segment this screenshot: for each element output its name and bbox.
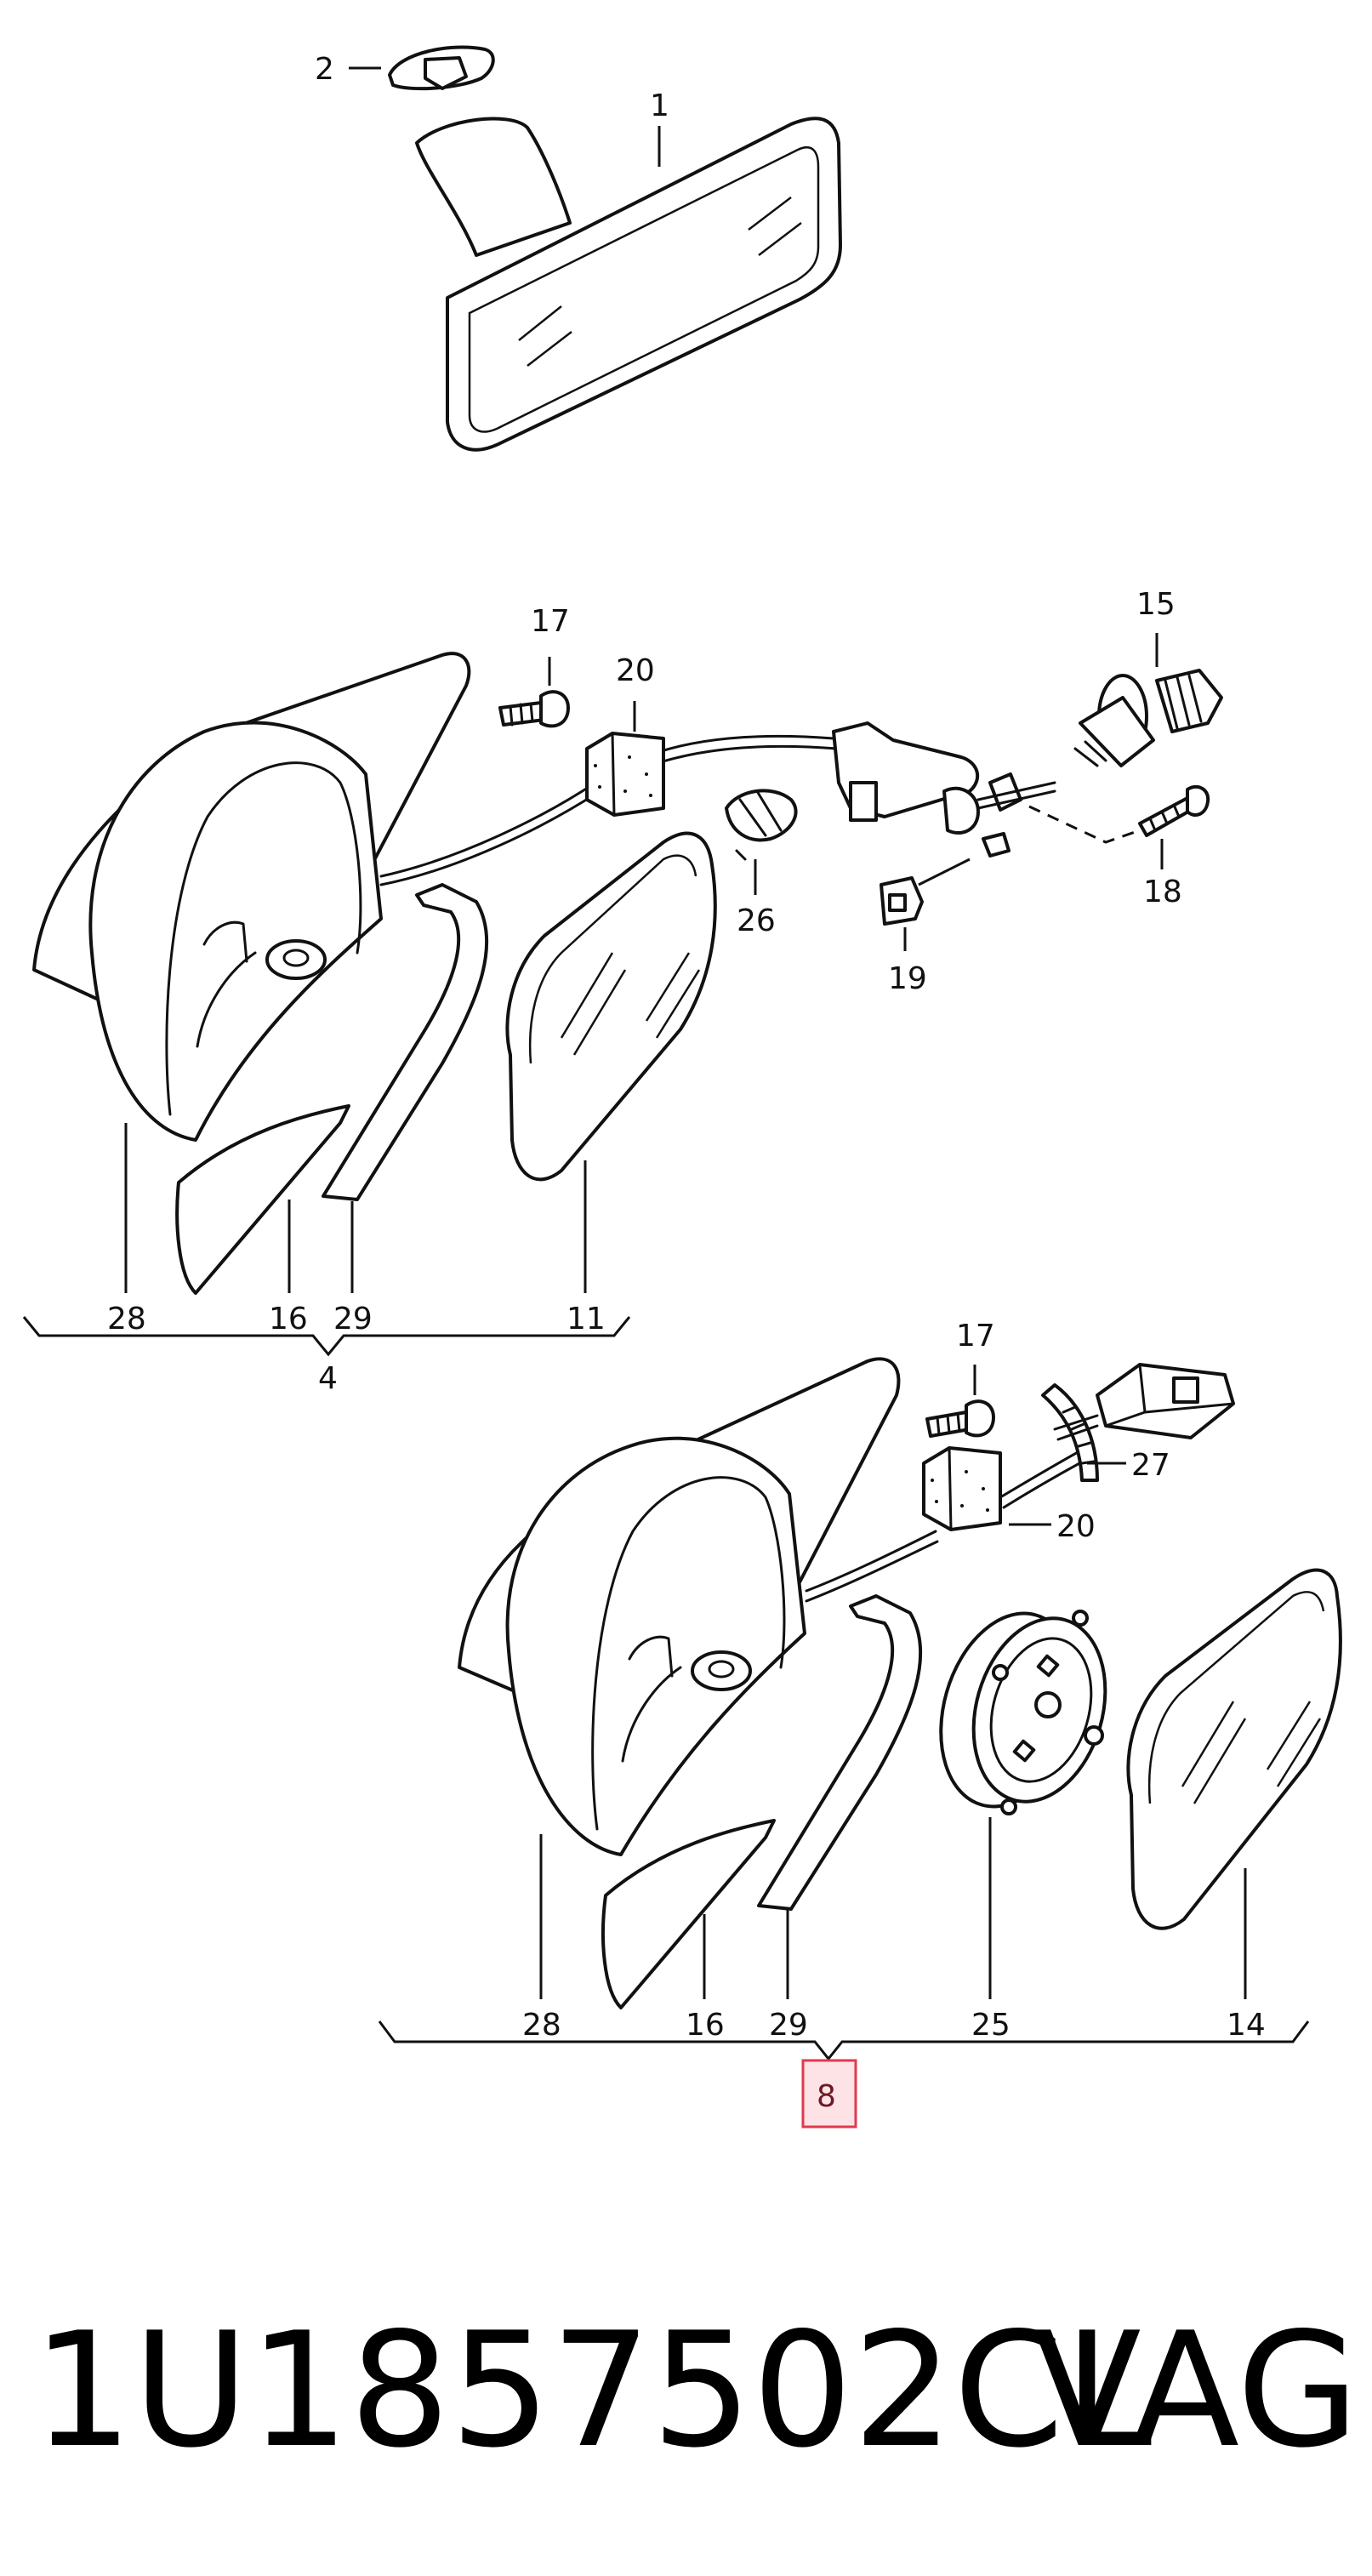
screw-part-17-lower <box>925 1399 995 1438</box>
callout-1: 1 <box>650 88 669 123</box>
highlight-box-8 <box>801 2059 857 2129</box>
group-bracket-4 <box>22 1316 631 1357</box>
callout-14: 14 <box>1227 2008 1266 2043</box>
socket-part-15 <box>1073 669 1223 767</box>
screw-part-17-upper <box>498 690 570 728</box>
callout-18: 18 <box>1143 875 1182 909</box>
footer: 1U1857502CL VAG <box>32 2297 1359 2484</box>
callout-4: 4 <box>318 1361 338 1396</box>
callout-19: 19 <box>888 961 927 996</box>
part-number: 1U1857502CL <box>32 2298 1153 2482</box>
callout-28a: 28 <box>107 1302 146 1336</box>
callout-29a: 29 <box>333 1302 373 1336</box>
callout-8: 8 <box>817 2079 836 2114</box>
callout-25: 25 <box>971 2008 1010 2043</box>
assembly-path-dashed <box>1028 805 1141 844</box>
callout-2: 2 <box>315 52 334 87</box>
callout-27: 27 <box>1131 1448 1170 1483</box>
callout-20a: 20 <box>616 653 655 688</box>
callout-15: 15 <box>1136 587 1176 622</box>
callout-26: 26 <box>737 903 776 938</box>
group-bracket-8 <box>378 2020 1310 2061</box>
foam-block-part-20-lower <box>922 1446 1002 1531</box>
brand-name: VAG <box>1033 2298 1359 2482</box>
exterior-mirror-assembly-8 <box>458 1357 1342 2009</box>
leader-line-19a <box>918 858 971 886</box>
adjuster-motor-part-25 <box>939 1610 1107 1815</box>
cable-tie-part-27 <box>1041 1383 1099 1482</box>
callout-20b: 20 <box>1056 1509 1096 1544</box>
callout-16a: 16 <box>269 1302 308 1336</box>
connector-part-19 <box>880 876 924 926</box>
multi-pin-connector <box>1053 1363 1235 1441</box>
foam-block-part-20-upper <box>585 732 665 817</box>
callout-16b: 16 <box>686 2008 725 2043</box>
exterior-mirror-assembly-4 <box>32 652 839 1295</box>
callout-17a: 17 <box>531 604 570 639</box>
callout-17b: 17 <box>956 1319 995 1354</box>
parts-diagram: 2 1 <box>22 45 1342 2129</box>
plug-part-26 <box>725 789 798 861</box>
callout-28b: 28 <box>522 2008 561 2043</box>
interior-mirror-part-1 <box>415 117 842 452</box>
clip-part-2 <box>388 45 495 91</box>
connector-housing <box>832 721 1056 858</box>
callout-29b: 29 <box>769 2008 808 2043</box>
callout-11: 11 <box>566 1302 606 1336</box>
screw-part-18 <box>1138 784 1210 837</box>
